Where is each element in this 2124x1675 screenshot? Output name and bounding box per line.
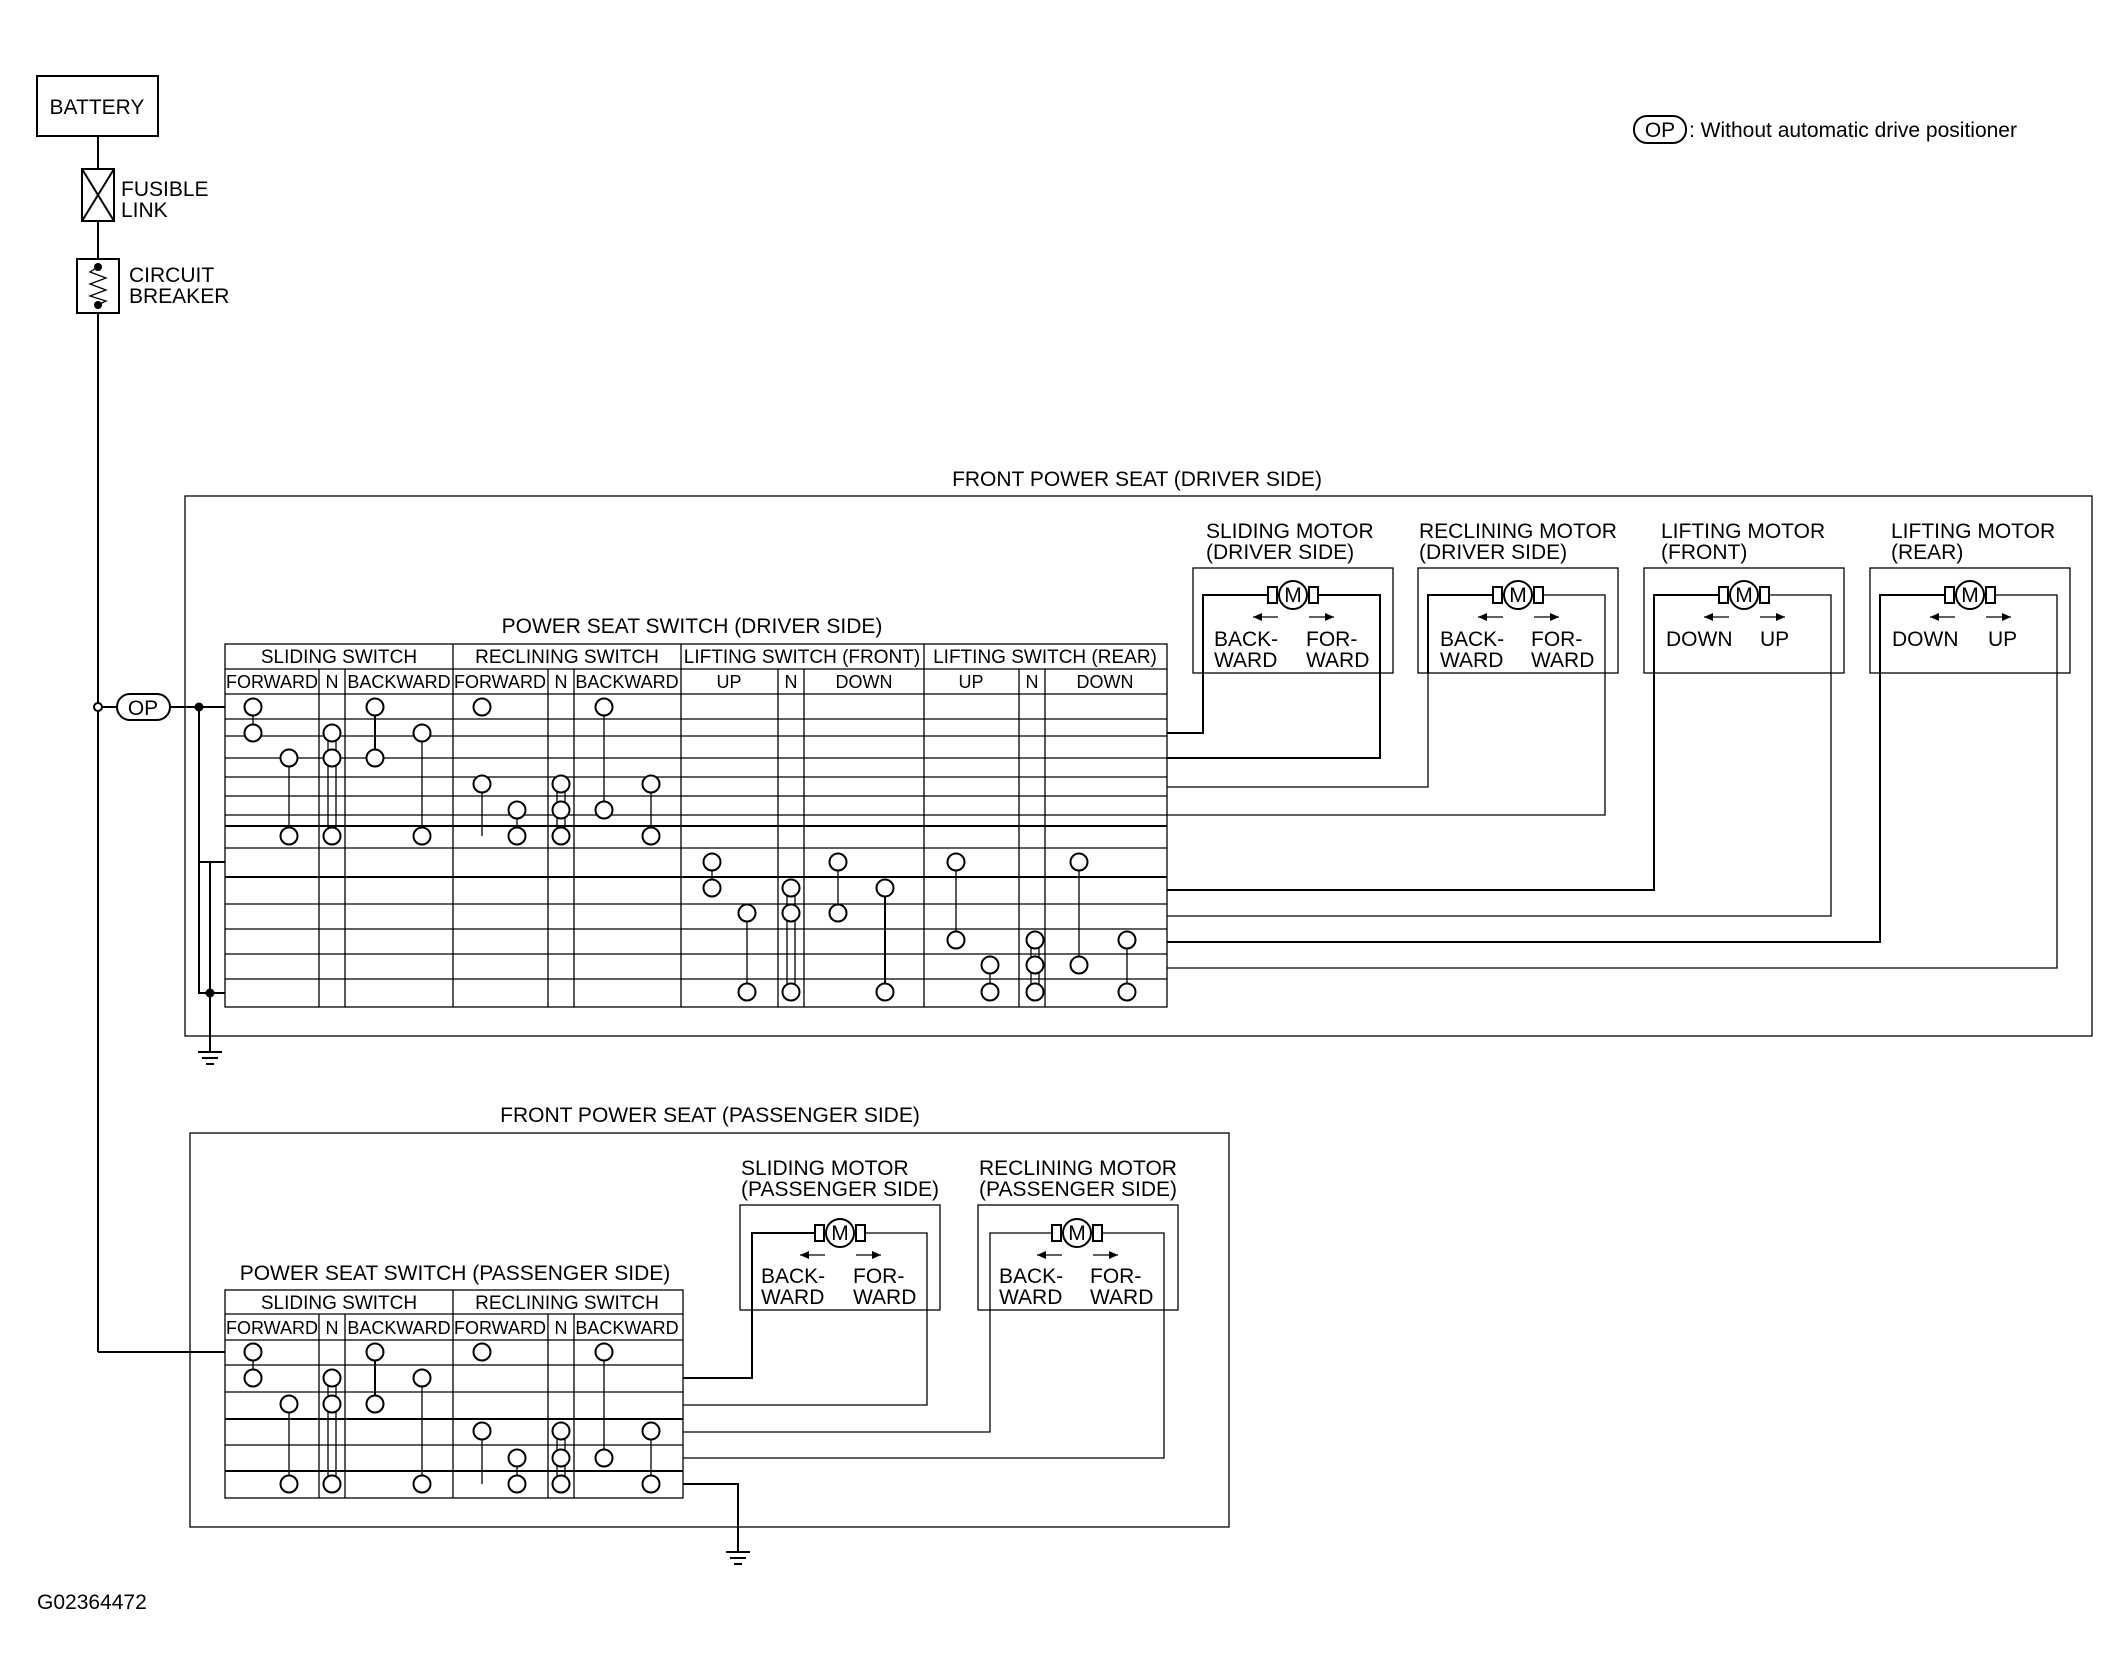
driver-lifting-front-motor — [1167, 567, 1845, 917]
driver-col-forward-2: FORWARD — [454, 672, 546, 692]
passenger-col-forward: FORWARD — [226, 1318, 318, 1338]
passenger-switch-contacts — [243, 1342, 661, 1494]
driver-motor-1-title-1: SLIDING MOTOR — [1206, 520, 1374, 543]
passenger-motor-1-right-1: FOR- — [853, 1265, 904, 1288]
driver-motor-3-title-2: (FRONT) — [1661, 541, 1747, 564]
driver-motor-2-left-2: WARD — [1440, 649, 1503, 672]
driver-motor-4-right-1: UP — [1988, 628, 2017, 651]
driver-motor-1-title-2: (DRIVER SIDE) — [1206, 541, 1354, 564]
driver-motor-2-right-2: WARD — [1531, 649, 1594, 672]
passenger-col-n-2: N — [555, 1318, 568, 1338]
legend-op-code: OP — [1645, 119, 1675, 142]
driver-sliding-motor — [1167, 567, 1394, 759]
driver-col-n-3: N — [785, 672, 798, 692]
driver-col-up: UP — [716, 672, 741, 692]
driver-col-forward: FORWARD — [226, 672, 318, 692]
legend-text: : Without automatic drive positioner — [1689, 119, 2017, 142]
passenger-frame — [189, 1132, 1230, 1528]
driver-col-down: DOWN — [836, 672, 893, 692]
passenger-motor-1-left-2: WARD — [761, 1286, 824, 1309]
passenger-motor-1-title-1: SLIDING MOTOR — [741, 1157, 909, 1180]
driver-motor-1-symbol: M — [1284, 584, 1302, 607]
passenger-motor-2-left-1: BACK- — [999, 1265, 1063, 1288]
passenger-col-forward-2: FORWARD — [454, 1318, 546, 1338]
driver-col-up-2: UP — [958, 672, 983, 692]
driver-switch-table — [224, 643, 1168, 1008]
passenger-motor-2-title-1: RECLINING MOTOR — [979, 1157, 1177, 1180]
passenger-motor-1-right-2: WARD — [853, 1286, 916, 1309]
driver-motor-3-left-1: DOWN — [1666, 628, 1733, 651]
driver-motor-1-left-1: BACK- — [1214, 628, 1278, 651]
driver-col-down-2: DOWN — [1077, 672, 1134, 692]
driver-motor-3-title-1: LIFTING MOTOR — [1661, 520, 1825, 543]
driver-motor-4-title-1: LIFTING MOTOR — [1891, 520, 2055, 543]
driver-col-n: N — [326, 672, 339, 692]
driver-motor-4-left-1: DOWN — [1892, 628, 1959, 651]
passenger-motor-2-left-2: WARD — [999, 1286, 1062, 1309]
driver-motor-2-symbol: M — [1509, 584, 1527, 607]
passenger-col-backward-2: BACKWARD — [575, 1318, 678, 1338]
driver-group-lifting-front: LIFTING SWITCH (FRONT) — [684, 647, 920, 668]
passenger-motor-2-right-2: WARD — [1090, 1286, 1153, 1309]
passenger-motor-1-left-1: BACK- — [761, 1265, 825, 1288]
fusible-link-label-1: FUSIBLE — [121, 178, 209, 201]
ground-passenger — [726, 1551, 750, 1565]
passenger-sliding-motor — [683, 1204, 941, 1406]
driver-switch-title: POWER SEAT SWITCH (DRIVER SIDE) — [502, 615, 883, 638]
passenger-col-backward: BACKWARD — [347, 1318, 450, 1338]
driver-motor-1-right-1: FOR- — [1306, 628, 1357, 651]
circuit-breaker-label-2: BREAKER — [129, 285, 229, 308]
driver-group-lifting-rear: LIFTING SWITCH (REAR) — [933, 647, 1157, 668]
driver-col-n-2: N — [555, 672, 568, 692]
circuit-breaker-symbol — [76, 258, 120, 314]
passenger-col-n: N — [326, 1318, 339, 1338]
passenger-motor-2-right-1: FOR- — [1090, 1265, 1141, 1288]
passenger-motor-1-symbol: M — [831, 1222, 849, 1245]
driver-col-n-4: N — [1026, 672, 1039, 692]
driver-title: FRONT POWER SEAT (DRIVER SIDE) — [952, 468, 1322, 491]
driver-motor-2-left-1: BACK- — [1440, 628, 1504, 651]
passenger-switch-table — [224, 1289, 684, 1499]
op-tag-label: OP — [128, 697, 158, 720]
driver-motor-1-right-2: WARD — [1306, 649, 1369, 672]
driver-switch-links — [252, 707, 1128, 992]
passenger-motor-1-title-2: (PASSENGER SIDE) — [741, 1178, 939, 1201]
driver-motor-4-symbol: M — [1961, 584, 1979, 607]
driver-group-reclining: RECLINING SWITCH — [475, 647, 659, 668]
ground-driver — [198, 1051, 222, 1065]
driver-switch-contacts — [243, 697, 1137, 1002]
driver-col-backward: BACKWARD — [347, 672, 450, 692]
fusible-link-label-2: LINK — [121, 199, 168, 222]
passenger-group-reclining: RECLINING SWITCH — [475, 1293, 659, 1314]
driver-lifting-rear-motor — [1167, 567, 2071, 969]
passenger-title: FRONT POWER SEAT (PASSENGER SIDE) — [500, 1104, 920, 1127]
driver-motor-3-symbol: M — [1735, 584, 1753, 607]
driver-motor-1-left-2: WARD — [1214, 649, 1277, 672]
driver-group-sliding: SLIDING SWITCH — [261, 647, 417, 668]
fusible-link-symbol — [81, 168, 115, 222]
passenger-reclining-motor — [683, 1204, 1179, 1459]
driver-motor-3-right-1: UP — [1760, 628, 1789, 651]
circuit-breaker-label-1: CIRCUIT — [129, 264, 214, 287]
legend-op-badge — [1633, 115, 1687, 144]
passenger-motor-2-title-2: (PASSENGER SIDE) — [979, 1178, 1177, 1201]
passenger-motor-2-symbol: M — [1068, 1222, 1086, 1245]
battery-label: BATTERY — [50, 96, 145, 119]
driver-reclining-motor — [1167, 567, 1619, 816]
figure-id: G02364472 — [37, 1591, 147, 1614]
driver-col-backward-2: BACKWARD — [575, 672, 678, 692]
passenger-switch-title: POWER SEAT SWITCH (PASSENGER SIDE) — [240, 1262, 671, 1285]
driver-frame — [184, 495, 2093, 1037]
driver-motor-2-right-1: FOR- — [1531, 628, 1582, 651]
passenger-group-sliding: SLIDING SWITCH — [261, 1293, 417, 1314]
driver-motor-2-title-1: RECLINING MOTOR — [1419, 520, 1617, 543]
driver-motor-4-title-2: (REAR) — [1891, 541, 1963, 564]
driver-motor-2-title-2: (DRIVER SIDE) — [1419, 541, 1567, 564]
